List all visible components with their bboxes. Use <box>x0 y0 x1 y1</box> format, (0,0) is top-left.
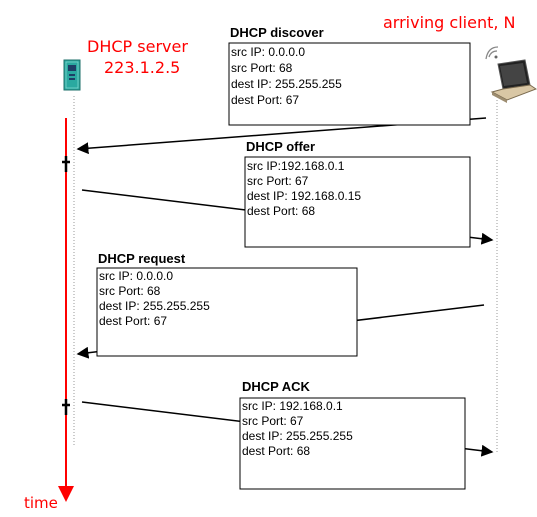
offer-title: DHCP offer <box>246 139 315 154</box>
discover-dest-ip: dest IP: 255.255.255 <box>231 77 342 91</box>
time-label: time <box>24 494 58 512</box>
request-box <box>96 267 358 357</box>
ack-box <box>239 397 466 490</box>
ack-dest-ip: dest IP: 255.255.255 <box>242 429 353 443</box>
timer-marker-icon <box>62 156 70 172</box>
offer-src-port: src Port: 67 <box>247 174 309 188</box>
discover-src-port: src Port: 68 <box>231 61 293 75</box>
offer-dest-ip: dest IP: 192.168.0.15 <box>247 189 361 203</box>
laptop-icon <box>490 59 537 103</box>
ack-src-port: src Port: 67 <box>242 414 304 428</box>
offer-dest-port: dest Port: 68 <box>247 204 315 218</box>
wifi-signal-icon <box>485 46 499 60</box>
discover-title: DHCP discover <box>230 25 324 40</box>
offer-src-ip: src IP:192.168.0.1 <box>247 159 345 173</box>
ack-title: DHCP ACK <box>242 379 311 394</box>
request-title: DHCP request <box>98 251 186 266</box>
offer-box <box>244 156 471 248</box>
ack-dest-port: dest Port: 68 <box>242 444 310 458</box>
discover-src-ip: src IP: 0.0.0.0 <box>231 45 305 59</box>
request-src-port: src Port: 68 <box>99 284 161 298</box>
server-label: DHCP server <box>87 37 188 56</box>
ack-src-ip: src IP: 192.168.0.1 <box>242 399 343 413</box>
server-address: 223.1.2.5 <box>104 58 180 77</box>
timer-marker-icon <box>62 399 70 415</box>
request-dest-port: dest Port: 67 <box>99 314 167 328</box>
request-dest-ip: dest IP: 255.255.255 <box>99 299 210 313</box>
discover-box <box>228 42 471 126</box>
discover-dest-port: dest Port: 67 <box>231 93 299 107</box>
client-label: arriving client, N <box>383 13 516 32</box>
request-src-ip: src IP: 0.0.0.0 <box>99 269 173 283</box>
server-icon <box>63 59 81 91</box>
